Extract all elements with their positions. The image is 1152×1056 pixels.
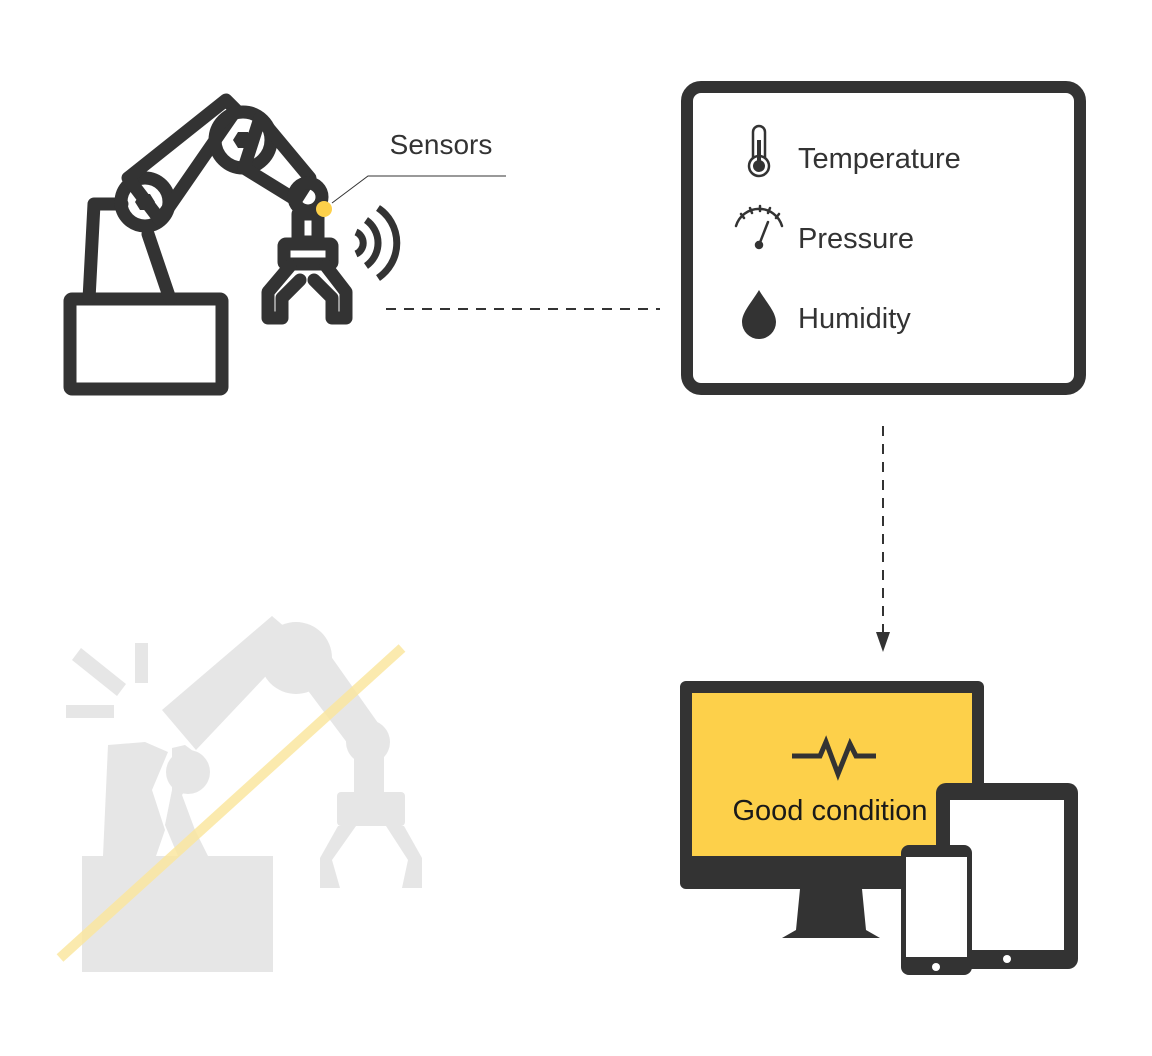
panel-item-label: Humidity bbox=[798, 303, 911, 335]
sensor-leader-line bbox=[331, 175, 506, 204]
sensor-dot bbox=[316, 201, 332, 217]
robot-pillar-broken bbox=[103, 742, 168, 856]
panel-frame bbox=[681, 81, 1086, 395]
spark-line bbox=[66, 705, 114, 718]
status-text: Good condition bbox=[732, 795, 927, 827]
water-drop-icon bbox=[742, 290, 776, 339]
robot-wrist bbox=[354, 750, 384, 794]
hex-bolt-icon bbox=[135, 194, 155, 210]
robot-gripper-head bbox=[277, 237, 339, 271]
strike-through-line bbox=[56, 644, 406, 962]
robot-base bbox=[63, 292, 229, 396]
sensor-readings-panel: Temperature Pressure Humidity bbox=[681, 81, 1086, 395]
robot-gripper-claw bbox=[386, 826, 422, 888]
monitor-stand bbox=[782, 889, 880, 938]
tablet-home-button bbox=[1003, 955, 1011, 963]
thermometer-icon bbox=[747, 124, 771, 178]
robot-gripper-head bbox=[337, 792, 405, 826]
phone-screen bbox=[906, 857, 967, 957]
arrow-down-icon bbox=[876, 632, 890, 652]
robot-pillar-strut bbox=[141, 227, 177, 306]
monitor-device: Good condition bbox=[680, 681, 984, 938]
monitor-screen bbox=[692, 693, 972, 856]
hex-bolt-icon bbox=[233, 132, 253, 148]
robot-arm-icon bbox=[63, 93, 353, 396]
robot-gripper-claw bbox=[307, 259, 353, 325]
pressure-gauge-icon bbox=[734, 204, 784, 250]
robot-pillar bbox=[82, 197, 129, 306]
robot-gripper-claw bbox=[261, 259, 307, 325]
heartbeat-pulse-icon bbox=[792, 735, 876, 781]
panel-item-label: Temperature bbox=[798, 143, 961, 175]
spark-line bbox=[135, 643, 148, 683]
sensors-label: Sensors bbox=[390, 129, 493, 160]
wireless-signal-icon bbox=[354, 205, 401, 281]
spark-line bbox=[72, 648, 126, 696]
panel-item-label: Pressure bbox=[798, 223, 914, 255]
phone-home-button bbox=[932, 963, 940, 971]
robot-gripper-claw bbox=[320, 826, 356, 888]
phone-device bbox=[901, 845, 972, 975]
robot-joint bbox=[166, 750, 210, 794]
broken-robot-icon bbox=[66, 616, 422, 972]
